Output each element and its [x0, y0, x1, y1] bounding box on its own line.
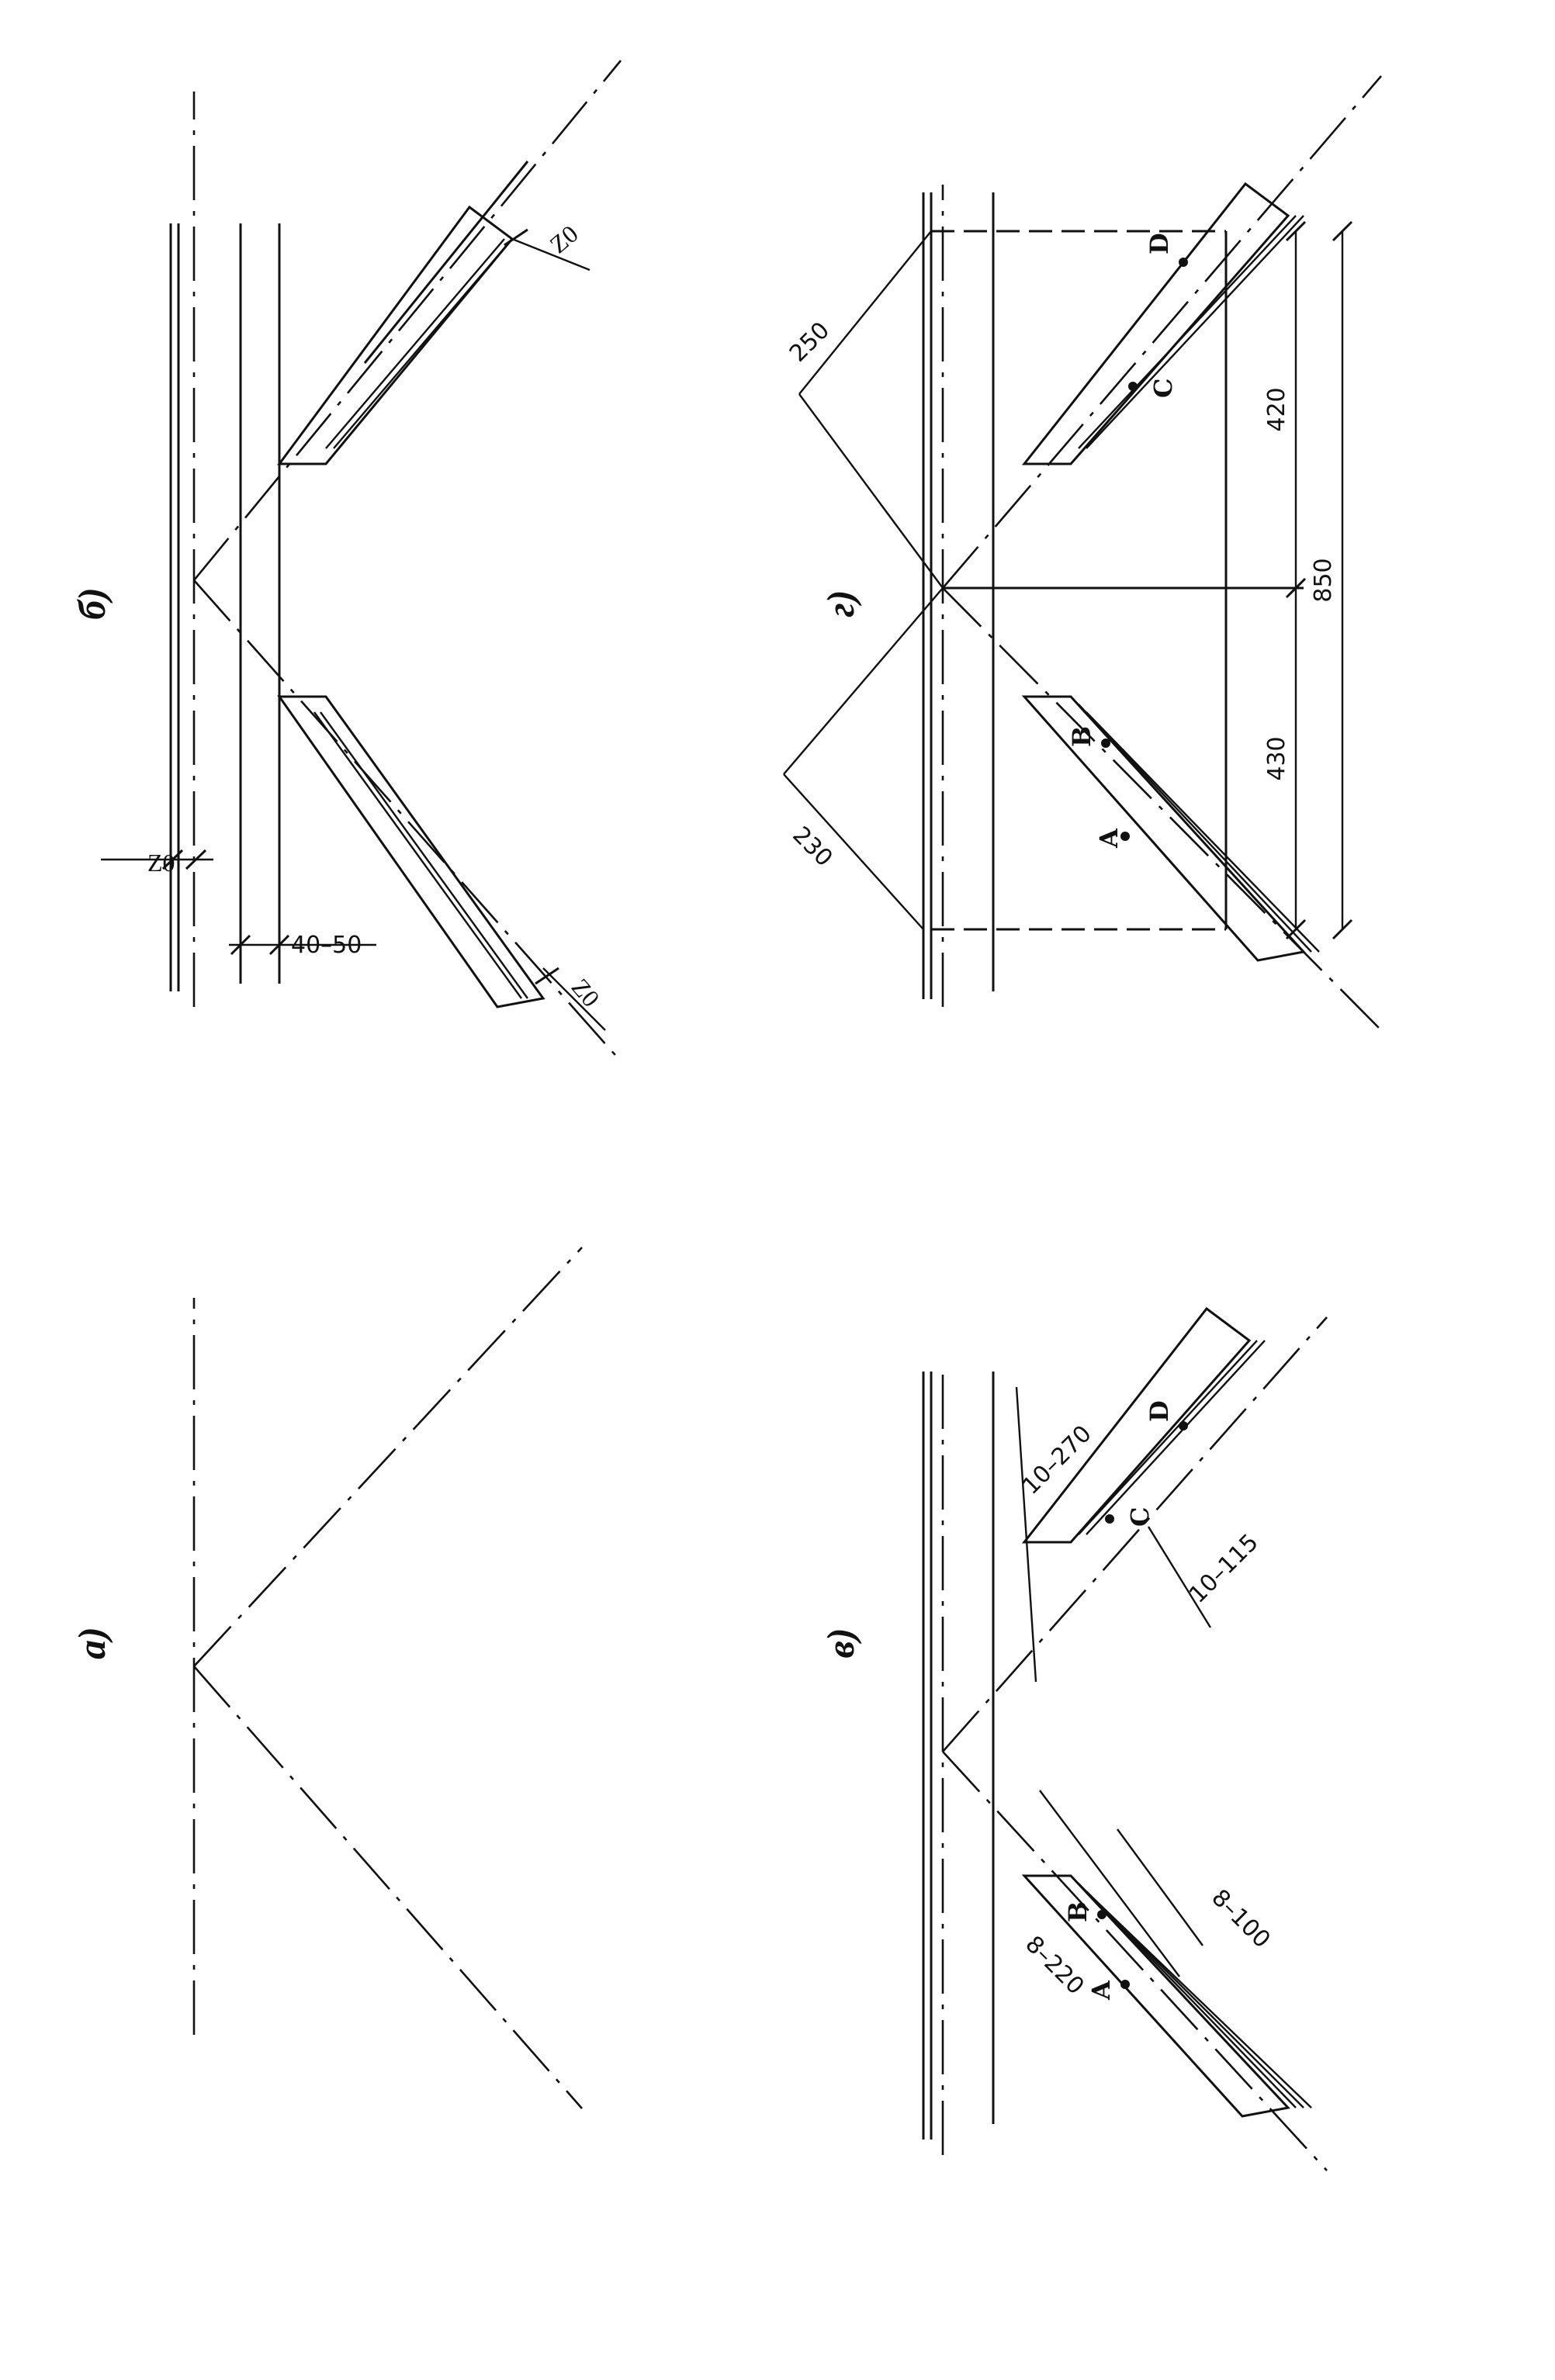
panel-g-dim-tick-5 — [1332, 220, 1353, 242]
panel-g-right-diag-ext — [798, 230, 932, 395]
panel-v-left-outer-dim — [1039, 1790, 1180, 1977]
panel-g-point-a — [1120, 832, 1130, 841]
panel-v-right-axis — [942, 1316, 1328, 1752]
panel-v-point-d — [1179, 1421, 1188, 1430]
panel-b-z0-right-ext — [511, 237, 590, 272]
panel-b-label: б) — [70, 587, 113, 620]
panel-v-label: в) — [819, 1628, 862, 1659]
panel-b-gap-label: 40–50 — [291, 932, 362, 959]
panel-g-dim-tick-4 — [1332, 918, 1353, 940]
panel-g: A B C D 230 250 430 420 850 г) — [783, 75, 1382, 1031]
panel-b-z0-right-tick — [504, 228, 528, 247]
panel-v-right-inner-label: 10–115 — [1184, 1529, 1264, 1609]
panel-g-total-label: 850 — [1310, 558, 1337, 602]
panel-g-left-rebar-1 — [1078, 704, 1312, 953]
panel-a-right-axis — [193, 1247, 583, 1667]
panel-b-gap-tick-1 — [230, 934, 251, 956]
panel-g-left-diag-label: 230 — [787, 822, 837, 872]
panel-g-left-diag-dim — [783, 587, 944, 775]
panel-b-left-footing-rebar-1 — [313, 711, 522, 999]
panel-b-right-footing-rebar-2 — [333, 238, 513, 449]
panel-v-point-d-label: D — [1145, 1400, 1174, 1422]
panel-g-point-a-label: A — [1094, 828, 1124, 849]
panel-g-dim-tick-3 — [1285, 220, 1307, 242]
panel-v-point-b — [1097, 1910, 1107, 1919]
panel-g-right-half-label: 420 — [1263, 387, 1290, 431]
panel-g-left-rebar-2 — [1086, 711, 1320, 953]
panel-g-right-footing — [1021, 182, 1290, 465]
panel-b-z0-right-label: Z0 — [544, 220, 583, 258]
panel-v-left-rebar-3 — [1093, 1898, 1312, 2108]
panel-v-right-inner-dim — [1147, 1526, 1212, 1628]
panel-b-z0-tick-2 — [185, 849, 207, 870]
panel-b-right-end-line — [363, 161, 529, 364]
panel-b-right-footing-rebar-1 — [325, 238, 505, 449]
panel-b-right-axis — [192, 60, 622, 581]
panel-v-point-b-label: B — [1063, 1901, 1093, 1922]
panel-v-left-footing — [1021, 1874, 1290, 2118]
panel-a-label: а) — [70, 1627, 113, 1659]
panel-b-gap-tick-2 — [268, 934, 290, 956]
panel-g-dim-tick-2 — [1285, 577, 1307, 599]
panel-b-right-footing — [277, 205, 514, 465]
panel-v-right-footing — [1021, 1306, 1252, 1544]
panel-g-left-diag-ext — [783, 773, 924, 930]
panel-v-point-c — [1105, 1514, 1114, 1524]
panel-g-left-footing — [1021, 695, 1306, 962]
panel-v-point-a — [1120, 1980, 1130, 1989]
panel-g-point-c-label: C — [1148, 379, 1178, 398]
panel-b-left-footing — [277, 695, 545, 1008]
panel-v-right-outer-dim — [1015, 1386, 1037, 1683]
panel-g-point-b — [1101, 739, 1110, 748]
panel-g-right-rebar-2 — [1086, 215, 1304, 449]
panel-g-point-d-label: D — [1145, 233, 1174, 254]
panel-g-dim-tick-1 — [1285, 918, 1307, 940]
panel-b-z0-top-label: Z0 — [147, 849, 175, 877]
panel-v-right-outer-label: 10–270 — [1017, 1420, 1097, 1500]
panel-b-left-footing-rebar-2 — [320, 711, 528, 999]
panel-g-right-axis — [942, 75, 1382, 589]
panel-v-right-rebar-2 — [1086, 1340, 1266, 1535]
panel-a: а) — [70, 1247, 583, 2109]
panel-v-left-inner-dim — [1117, 1828, 1203, 1946]
panel-g-point-b-label: B — [1067, 726, 1096, 747]
panel-v-left-inner-label: 8–100 — [1206, 1884, 1275, 1953]
panel-b: Z0 40–50 Z0 Z0 б) — [70, 60, 622, 1062]
panel-b-z0-tick-1 — [161, 849, 184, 870]
panel-v-left-outer-label: 8–220 — [1020, 1931, 1089, 2000]
panel-v-point-c-label: C — [1125, 1507, 1155, 1527]
panel-a-left-axis — [193, 1666, 583, 2109]
panel-g-left-half-label: 430 — [1263, 736, 1290, 780]
panel-g-right-rebar-1 — [1078, 215, 1297, 449]
panel-v: A B C D 8–220 8–100 10–270 10–115 в) — [819, 1306, 1328, 2171]
panel-v-right-rebar-1 — [1078, 1340, 1258, 1535]
panel-b-z0-left-tick — [535, 967, 559, 985]
panel-g-point-c — [1128, 382, 1138, 391]
panel-v-point-a-label: A — [1086, 1980, 1116, 2001]
panel-v-left-axis — [942, 1751, 1328, 2171]
panel-g-point-d — [1179, 258, 1188, 267]
panel-b-z0-left-ext — [542, 967, 606, 1031]
panel-g-right-diag-dim — [798, 393, 944, 589]
panel-g-left-axis — [942, 587, 1382, 1031]
panel-g-label: г) — [819, 590, 862, 617]
panel-b-left-axis — [193, 579, 622, 1062]
